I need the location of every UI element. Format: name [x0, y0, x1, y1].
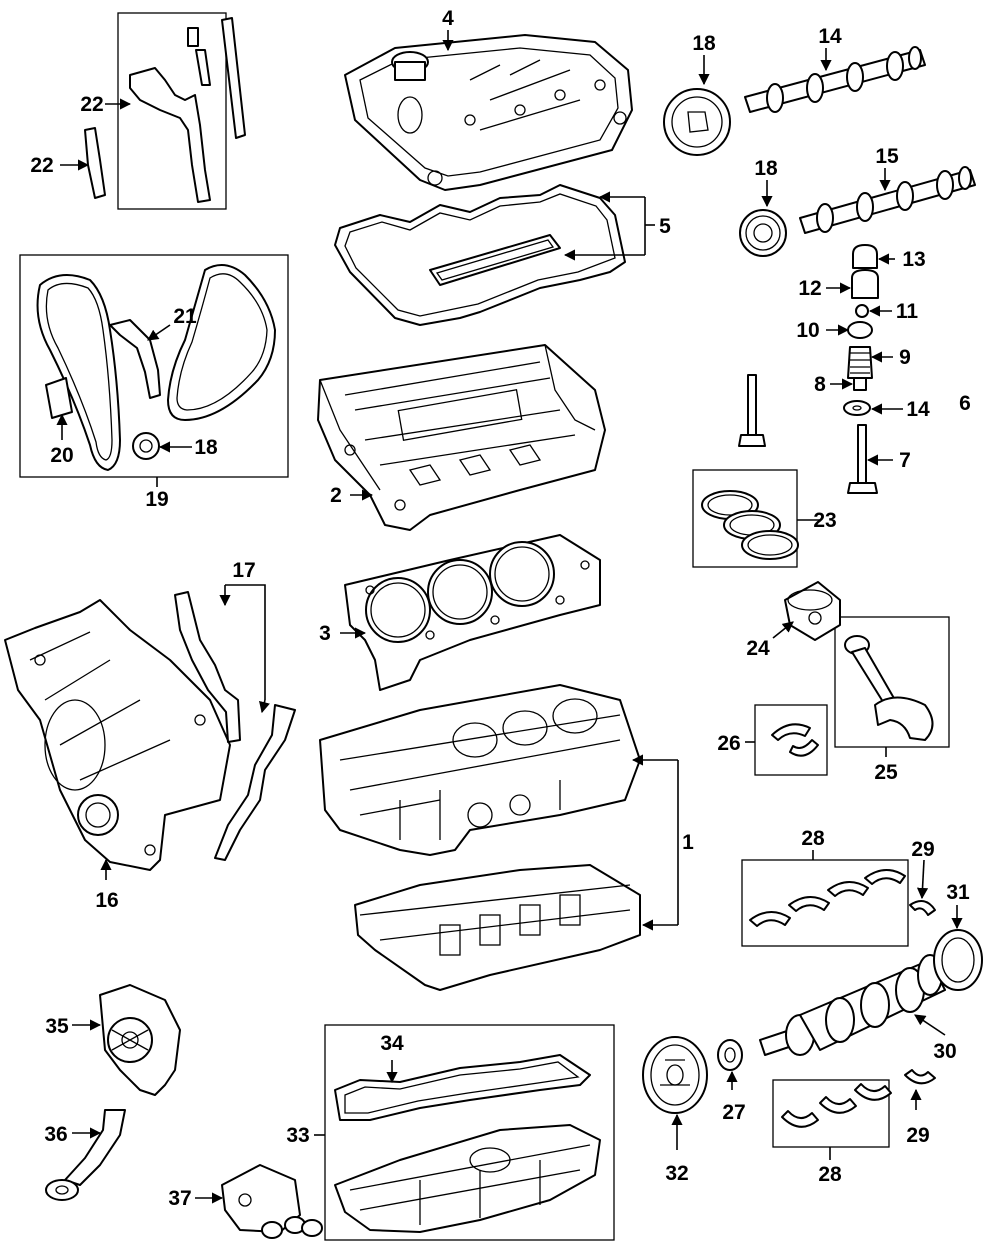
- crankshaft-pulley: [642, 1036, 708, 1114]
- callout-30: 30: [933, 1040, 956, 1063]
- rod-bearing: [771, 723, 819, 757]
- box-rod-bearings: [754, 704, 828, 776]
- callout-35: 35: [45, 1015, 69, 1038]
- callout-28-lower: 28: [818, 1163, 842, 1186]
- callout-37: 37: [168, 1187, 191, 1210]
- crankshaft: [759, 954, 946, 1056]
- callout-labels: 4 18 14 18 15 5 13 12 11 10 9 8 14 6 7 2…: [30, 7, 971, 1210]
- callout-33: 33: [286, 1124, 309, 1147]
- oil-pickup-tube: [45, 1109, 126, 1201]
- callout-26: 26: [717, 732, 740, 755]
- callout-10: 10: [796, 319, 819, 342]
- box-timing-guides: [117, 12, 227, 210]
- callout-18-chain: 18: [194, 436, 218, 459]
- main-bearings: [749, 869, 906, 1128]
- callout-18-top: 18: [692, 32, 716, 55]
- oil-pump: [99, 984, 181, 1096]
- piston: [784, 581, 841, 641]
- callout-25: 25: [874, 761, 898, 784]
- box-piston-rings: [692, 469, 798, 568]
- callout-29-lower: 29: [906, 1124, 929, 1147]
- callout-2: 2: [330, 484, 342, 507]
- callout-18-middle: 18: [754, 157, 778, 180]
- leader-lines: [56, 30, 963, 1204]
- callout-16: 16: [95, 889, 118, 912]
- callout-15-lower: 15: [875, 145, 899, 168]
- callout-8: 8: [814, 373, 826, 396]
- piston-rings: [701, 490, 799, 560]
- crankshaft-sprocket: [717, 1039, 743, 1071]
- engine-block: [319, 684, 641, 991]
- box-oil-pan: [324, 1024, 615, 1241]
- timing-guides: [84, 17, 246, 203]
- callout-14: 14: [906, 398, 930, 421]
- camshaft-sprockets: [663, 88, 787, 257]
- callout-3: 3: [319, 622, 331, 645]
- box-main-bearings-lower: [772, 1079, 890, 1148]
- valve-cover-gasket: [334, 184, 626, 326]
- valve-cover: [344, 34, 633, 191]
- box-main-bearings-upper: [741, 859, 909, 947]
- callout-24: 24: [746, 637, 770, 660]
- callout-23: 23: [813, 509, 836, 532]
- callout-20: 20: [50, 444, 73, 467]
- callout-28-upper: 28: [801, 827, 825, 850]
- box-timing-chain-kit: [19, 254, 289, 478]
- oil-pan-gasket: [334, 1054, 591, 1121]
- head-gasket: [344, 534, 601, 691]
- callout-4: 4: [442, 7, 454, 30]
- callout-12: 12: [798, 277, 821, 300]
- timing-cover-gaskets: [174, 591, 296, 861]
- callout-7: 7: [899, 449, 911, 472]
- rear-main-seal: [933, 929, 983, 991]
- thrust-washers: [904, 900, 936, 1085]
- callout-27: 27: [722, 1101, 745, 1124]
- callout-9: 9: [899, 346, 911, 369]
- connecting-rod: [844, 635, 934, 741]
- callout-22-left: 22: [30, 154, 53, 177]
- callout-29-upper: 29: [911, 838, 934, 861]
- valvetrain-parts: [738, 244, 879, 494]
- callout-11: 11: [896, 300, 919, 323]
- timing-chain-kit: [36, 264, 276, 471]
- box-connecting-rod: [834, 616, 950, 748]
- oil-filter-adapter: [221, 1164, 323, 1239]
- callout-15-top: 14: [818, 25, 842, 48]
- callout-5: 5: [659, 215, 671, 238]
- callout-22-box: 22: [80, 93, 103, 116]
- timing-cover: [4, 599, 231, 871]
- callout-13: 13: [902, 248, 925, 271]
- callout-34: 34: [380, 1032, 404, 1055]
- callout-21: 21: [173, 305, 197, 328]
- callout-19: 19: [145, 488, 168, 511]
- callout-32: 32: [665, 1162, 688, 1185]
- callout-6: 6: [959, 392, 971, 415]
- callout-17: 17: [232, 559, 255, 582]
- oil-pan: [334, 1124, 601, 1233]
- callout-36: 36: [44, 1123, 67, 1146]
- callout-31: 31: [946, 881, 970, 904]
- camshafts: [744, 46, 976, 234]
- cylinder-head: [317, 344, 606, 531]
- callout-1: 1: [682, 831, 694, 854]
